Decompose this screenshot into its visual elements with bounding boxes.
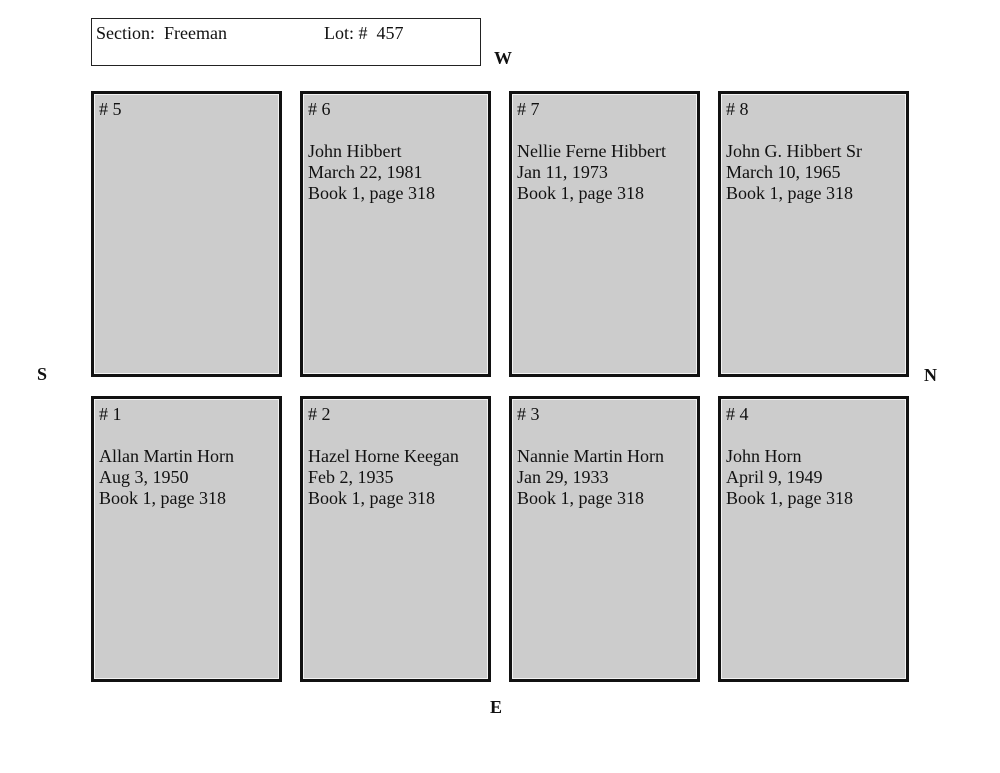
plot-4: # 4 John Horn April 9, 1949 Book 1, page… [718, 396, 909, 682]
plot-number: # 3 [517, 404, 540, 424]
record-reference: Book 1, page 318 [517, 488, 644, 508]
burial-date: March 22, 1981 [308, 162, 423, 182]
plot-number: # 1 [99, 404, 122, 424]
plot-number: # 4 [726, 404, 749, 424]
record-reference: Book 1, page 318 [517, 183, 644, 203]
plot-details: John Horn April 9, 1949 Book 1, page 318 [726, 446, 853, 509]
record-reference: Book 1, page 318 [726, 183, 853, 203]
interred-name: Allan Martin Horn [99, 446, 234, 466]
plot-3: # 3 Nannie Martin Horn Jan 29, 1933 Book… [509, 396, 700, 682]
compass-west-label: W [494, 48, 512, 68]
interred-name: John Hibbert [308, 141, 402, 161]
record-reference: Book 1, page 318 [308, 183, 435, 203]
section-label: Section: Freeman [96, 23, 227, 43]
plot-7: # 7 Nellie Ferne Hibbert Jan 11, 1973 Bo… [509, 91, 700, 377]
record-reference: Book 1, page 318 [308, 488, 435, 508]
plot-number: # 2 [308, 404, 331, 424]
interred-name: Nannie Martin Horn [517, 446, 664, 466]
plot-1: # 1 Allan Martin Horn Aug 3, 1950 Book 1… [91, 396, 282, 682]
plot-details: Nannie Martin Horn Jan 29, 1933 Book 1, … [517, 446, 664, 509]
lot-number-label: Lot: # 457 [324, 23, 404, 43]
burial-date: Feb 2, 1935 [308, 467, 394, 487]
burial-date: Jan 29, 1933 [517, 467, 609, 487]
plot-5: # 5 [91, 91, 282, 377]
plot-number: # 8 [726, 99, 749, 119]
burial-date: Aug 3, 1950 [99, 467, 189, 487]
plot-details: Hazel Horne Keegan Feb 2, 1935 Book 1, p… [308, 446, 459, 509]
burial-date: April 9, 1949 [726, 467, 823, 487]
lot-header-box: Section: Freeman Lot: # 457 [91, 18, 481, 66]
plot-details: Nellie Ferne Hibbert Jan 11, 1973 Book 1… [517, 141, 666, 204]
interred-name: Hazel Horne Keegan [308, 446, 459, 466]
plot-number: # 7 [517, 99, 540, 119]
plot-number: # 6 [308, 99, 331, 119]
plot-6: # 6 John Hibbert March 22, 1981 Book 1, … [300, 91, 491, 377]
compass-east-label: E [490, 697, 503, 717]
plot-details: John Hibbert March 22, 1981 Book 1, page… [308, 141, 435, 204]
interred-name: Nellie Ferne Hibbert [517, 141, 666, 161]
plot-2: # 2 Hazel Horne Keegan Feb 2, 1935 Book … [300, 396, 491, 682]
plot-details: John G. Hibbert Sr March 10, 1965 Book 1… [726, 141, 862, 204]
plot-details: Allan Martin Horn Aug 3, 1950 Book 1, pa… [99, 446, 234, 509]
interred-name: John G. Hibbert Sr [726, 141, 862, 161]
burial-date: March 10, 1965 [726, 162, 841, 182]
plot-8: # 8 John G. Hibbert Sr March 10, 1965 Bo… [718, 91, 909, 377]
interred-name: John Horn [726, 446, 802, 466]
burial-date: Jan 11, 1973 [517, 162, 608, 182]
compass-south-label: S [37, 364, 48, 384]
record-reference: Book 1, page 318 [99, 488, 226, 508]
compass-north-label: N [924, 365, 937, 385]
record-reference: Book 1, page 318 [726, 488, 853, 508]
plot-number: # 5 [99, 99, 122, 119]
